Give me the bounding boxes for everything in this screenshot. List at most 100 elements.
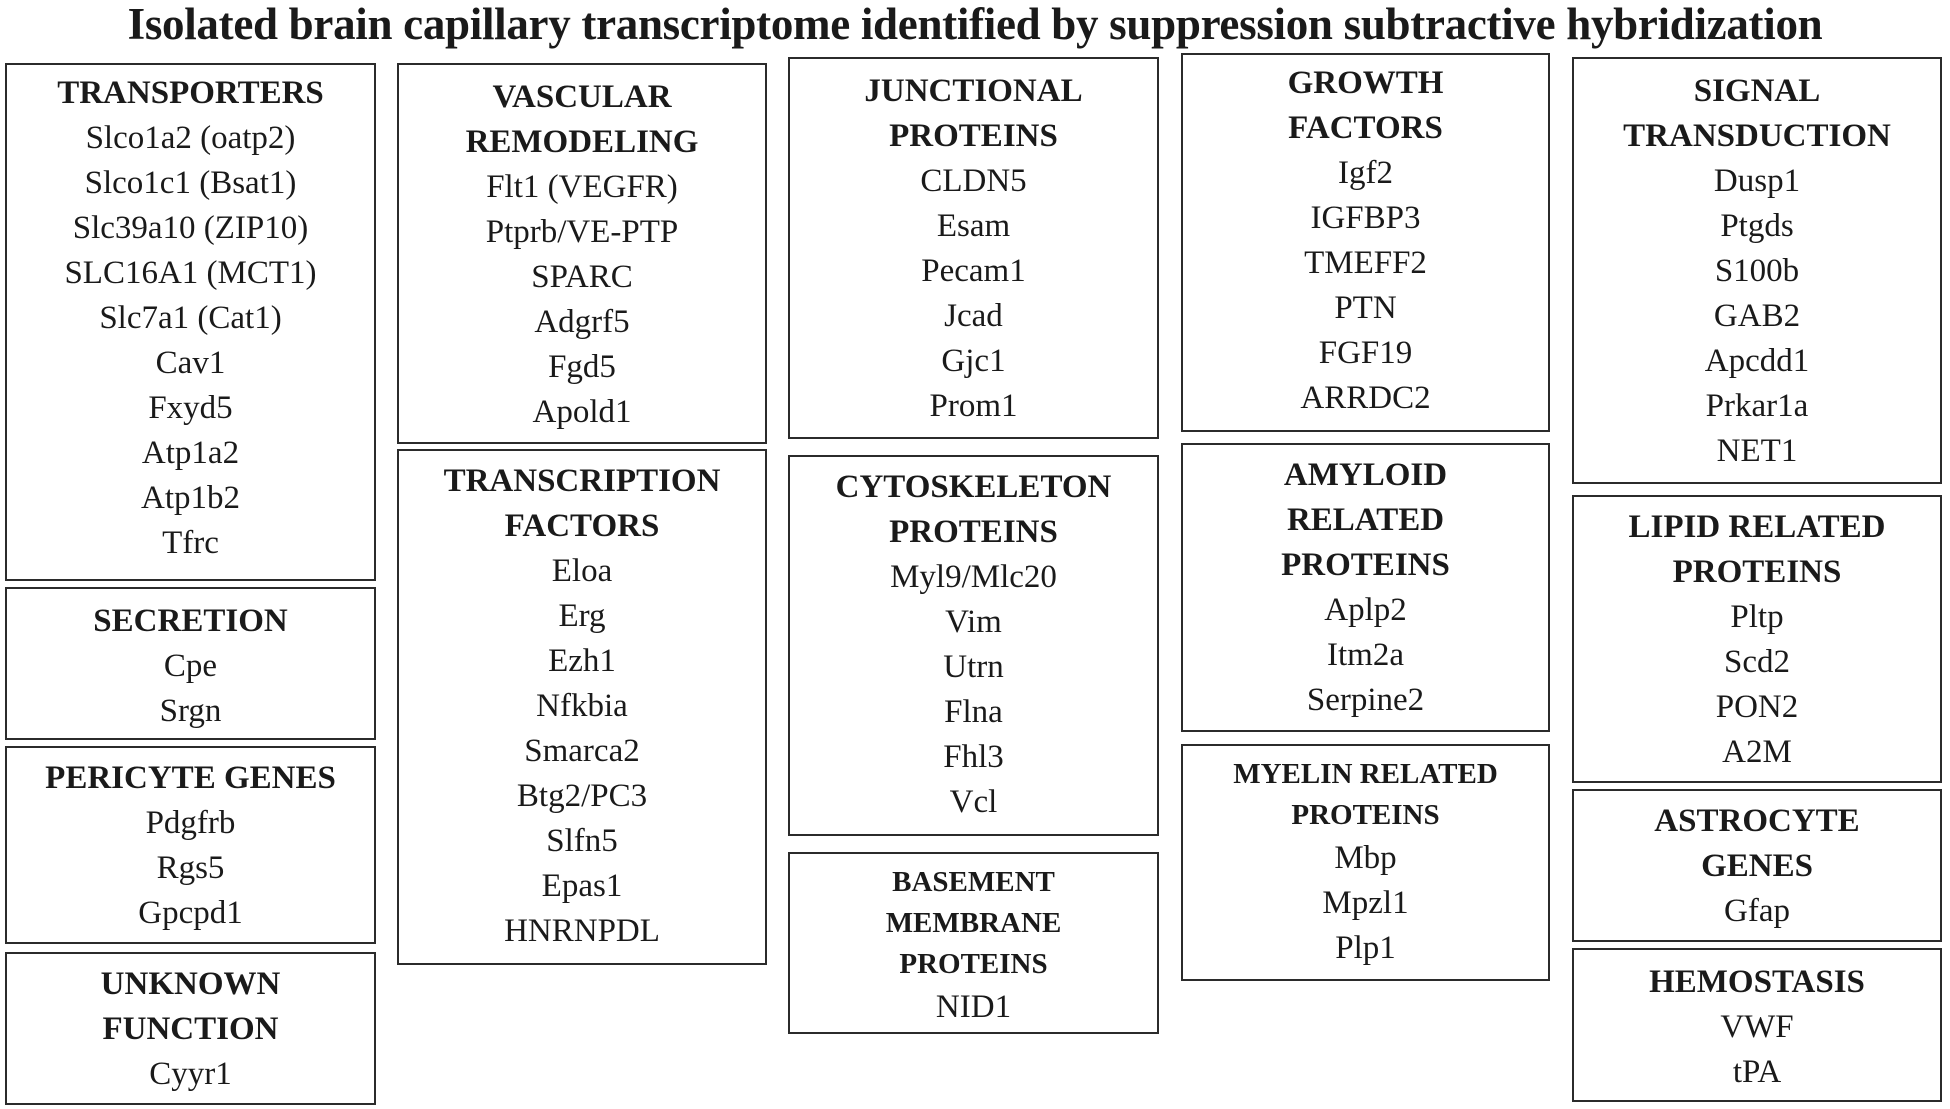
gene-item: Cpe [163,648,218,684]
gene-item: Gfap [1724,893,1790,929]
gene-item: S100b [1714,253,1800,289]
gene-item: TMEFF2 [1304,245,1427,281]
gene-item: Itm2a [1327,637,1404,673]
gene-list: VWF tPA [1574,1005,1940,1095]
gene-item: Myl9/Mlc20 [890,559,1057,595]
gene-item: Ptprb/VE-PTP [485,214,679,250]
gene-list: Cyyr1 [7,1052,374,1097]
category-title-line: PERICYTE GENES [45,760,336,796]
category-title-line: CYTOSKELETON [835,469,1112,505]
gene-item: ARRDC2 [1300,380,1431,416]
category-title-line: TRANSCRIPTION [443,463,721,499]
category-title-line: UNKNOWN [100,966,281,1002]
gene-item: Epas1 [541,868,623,904]
category-title: CYTOSKELETON PROTEINS [790,465,1157,555]
gene-item: Gpcpd1 [138,895,243,931]
category-title-line: TRANSDUCTION [1623,118,1891,154]
gene-item: Dusp1 [1713,163,1801,199]
category-title: TRANSCRIPTION FACTORS [399,459,765,549]
category-title-line: PROTEINS [889,514,1058,550]
gene-item: Apcdd1 [1704,343,1810,379]
category-title-line: HEMOSTASIS [1649,964,1865,1000]
gene-item: Prkar1a [1705,388,1809,424]
category-title-line: RELATED [1286,502,1445,538]
gene-item: CLDN5 [920,163,1027,199]
category-title-line: TRANSPORTERS [57,75,324,111]
category-title-line: FACTORS [504,508,660,544]
gene-item: HNRNPDL [504,913,660,949]
gene-item: SLC16A1 (MCT1) [64,255,317,291]
gene-item: GAB2 [1713,298,1801,334]
category-title-line: SECRETION [93,603,288,639]
gene-item: Pecam1 [921,253,1026,289]
category-title: PERICYTE GENES [7,756,374,801]
gene-item: Pltp [1730,599,1784,635]
gene-item: Vim [945,604,1002,640]
gene-item: Esam [936,208,1011,244]
category-title-line: FACTORS [1288,110,1443,146]
category-title: LIPID RELATED PROTEINS [1574,505,1940,595]
gene-item: SPARC [531,259,633,295]
category-box-hemostasis: HEMOSTASIS VWF tPA [1572,948,1942,1102]
gene-item: Flt1 (VEGFR) [486,169,678,205]
category-title-line: LIPID RELATED [1628,509,1886,545]
page-title: Isolated brain capillary transcriptome i… [127,0,1823,49]
gene-item: A2M [1722,734,1792,770]
gene-item: Tfrc [162,525,219,561]
gene-item: Serpine2 [1306,682,1425,718]
gene-item: Pdgfrb [145,805,236,841]
gene-item: Utrn [943,649,1004,685]
gene-item: Atp1a2 [141,435,240,471]
gene-item: Cyyr1 [149,1056,232,1092]
gene-item: IGFBP3 [1310,200,1421,236]
gene-item: Jcad [944,298,1003,334]
category-title-line: MEMBRANE [885,907,1062,939]
category-title-line: PROTEINS [1291,799,1440,831]
gene-item: Adgrf5 [534,304,630,340]
gene-item: Btg2/PC3 [516,778,648,814]
gene-item: Rgs5 [156,850,225,886]
category-title: TRANSPORTERS [7,71,374,116]
gene-item: FGF19 [1318,335,1413,371]
category-title-line: PROTEINS [889,118,1058,154]
gene-item: VWF [1720,1009,1794,1045]
gene-list: Gfap [1574,889,1940,934]
category-title-line: JUNCTIONAL [864,73,1083,109]
gene-item: Slc7a1 (Cat1) [99,300,282,336]
gene-item: Eloa [551,553,613,589]
gene-item: Flna [944,694,1003,730]
category-title-line: GENES [1701,848,1813,884]
gene-item: Atp1b2 [141,480,240,516]
category-title-line: PROTEINS [1672,554,1842,590]
category-title: SECRETION [7,599,374,644]
category-title: HEMOSTASIS [1574,960,1940,1005]
gene-item: Vcl [949,784,998,820]
gene-item: NID1 [935,989,1012,1025]
gene-item: Mpzl1 [1322,885,1409,921]
gene-item: Igf2 [1338,155,1393,191]
gene-item: tPA [1732,1054,1782,1090]
category-title-line: REMODELING [465,124,699,160]
gene-item: Smarca2 [524,733,640,769]
gene-item: Slfn5 [546,823,618,859]
gene-item: Ptgds [1720,208,1794,244]
